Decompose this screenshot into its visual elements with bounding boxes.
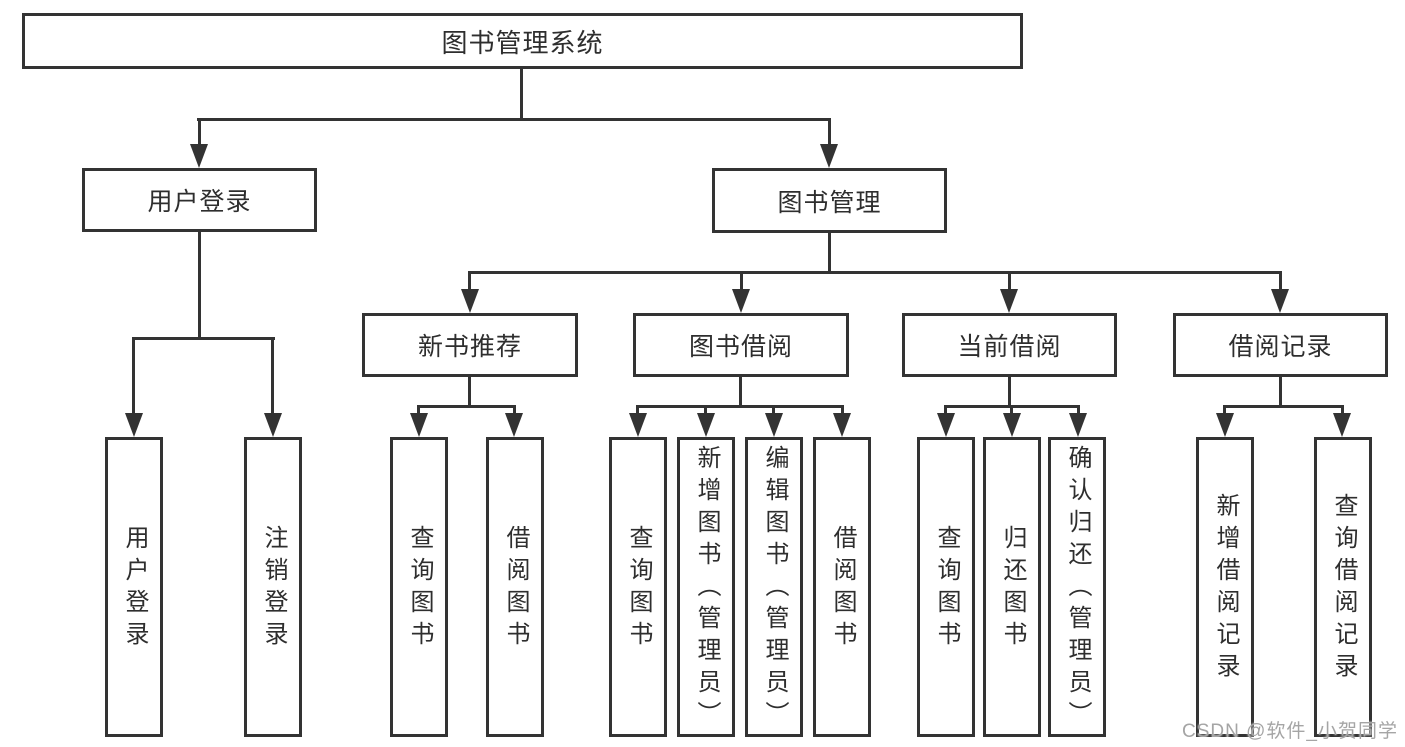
leaf-add-borrow-record: 新增借阅记录	[1196, 437, 1254, 737]
connector-bar	[417, 405, 516, 408]
leaf-add-book-admin: 新增图书（管理员）	[677, 437, 735, 737]
connector-leaf-drop	[468, 271, 471, 293]
connector-leaf-drop	[636, 405, 639, 419]
connector-user-login-drop	[198, 118, 201, 148]
connector-root-bar	[197, 118, 831, 121]
leaf-borrow-books: 借阅图书	[813, 437, 871, 737]
node-borrowing-records: 借阅记录	[1173, 313, 1388, 377]
arrow-down-icon	[1333, 413, 1351, 437]
connector-user-login-stub	[198, 232, 201, 340]
node-book-management: 图书管理	[712, 168, 947, 233]
arrow-down-icon	[190, 144, 208, 168]
leaf-confirm-return-admin: 确认归还（管理员）	[1048, 437, 1106, 737]
leaf-query-books-recommend: 查询图书	[390, 437, 448, 737]
connector-stub	[739, 377, 742, 408]
arrow-down-icon	[937, 413, 955, 437]
connector-leaf-drop	[944, 405, 947, 419]
connector-leaf-drop	[1279, 271, 1282, 293]
node-new-book-recommendation: 新书推荐	[362, 313, 578, 377]
arrow-down-icon	[264, 413, 282, 437]
connector-stub	[1008, 377, 1011, 408]
node-current-borrowing: 当前借阅	[902, 313, 1117, 377]
connector-user-login-bar	[132, 337, 275, 340]
node-book-borrowing: 图书借阅	[633, 313, 849, 377]
leaf-logout: 注销登录	[244, 437, 302, 737]
arrow-down-icon	[1216, 413, 1234, 437]
leaf-query-books-current: 查询图书	[917, 437, 975, 737]
arrow-down-icon	[1069, 413, 1087, 437]
arrow-down-icon	[629, 413, 647, 437]
leaf-borrow-books-recommend: 借阅图书	[486, 437, 544, 737]
leaf-return-book: 归还图书	[983, 437, 1041, 737]
connector-stub	[1279, 377, 1282, 408]
leaf-query-borrow-record: 查询借阅记录	[1314, 437, 1372, 737]
arrow-down-icon	[820, 144, 838, 168]
connector-leaf-drop	[513, 405, 516, 419]
connector-bar	[1223, 405, 1344, 408]
connector-leaf-drop	[1223, 405, 1226, 419]
arrow-down-icon	[833, 413, 851, 437]
connector-stub	[468, 377, 471, 408]
connector-leaf-drop	[1077, 405, 1080, 419]
connector-leaf-drop	[1341, 405, 1344, 419]
arrow-down-icon	[732, 289, 750, 313]
connector-book-management-stub	[828, 233, 831, 274]
connector-leaf-drop	[271, 337, 274, 417]
leaf-edit-book-admin: 编辑图书（管理员）	[745, 437, 803, 737]
leaf-query-books-borrowing: 查询图书	[609, 437, 667, 737]
connector-leaf-drop	[1010, 405, 1013, 419]
watermark: CSDN @软件_小贺同学	[1182, 721, 1398, 742]
connector-book-management-drop	[828, 118, 831, 148]
connector-leaf-drop	[132, 337, 135, 417]
connector-book-management-bar	[468, 271, 1282, 274]
arrow-down-icon	[697, 413, 715, 437]
connector-leaf-drop	[704, 405, 707, 419]
connector-root-stub	[520, 69, 523, 121]
connector-leaf-drop	[841, 405, 844, 419]
arrow-down-icon	[1003, 413, 1021, 437]
node-user-login: 用户登录	[82, 168, 317, 232]
arrow-down-icon	[410, 413, 428, 437]
arrow-down-icon	[505, 413, 523, 437]
leaf-user-login: 用户登录	[105, 437, 163, 737]
connector-leaf-drop	[772, 405, 775, 419]
arrow-down-icon	[765, 413, 783, 437]
arrow-down-icon	[1000, 289, 1018, 313]
arrow-down-icon	[125, 413, 143, 437]
connector-leaf-drop	[417, 405, 420, 419]
arrow-down-icon	[461, 289, 479, 313]
connector-leaf-drop	[740, 271, 743, 293]
connector-leaf-drop	[1008, 271, 1011, 293]
arrow-down-icon	[1271, 289, 1289, 313]
node-library-management-system: 图书管理系统	[22, 13, 1023, 69]
connector-bar	[636, 405, 844, 408]
